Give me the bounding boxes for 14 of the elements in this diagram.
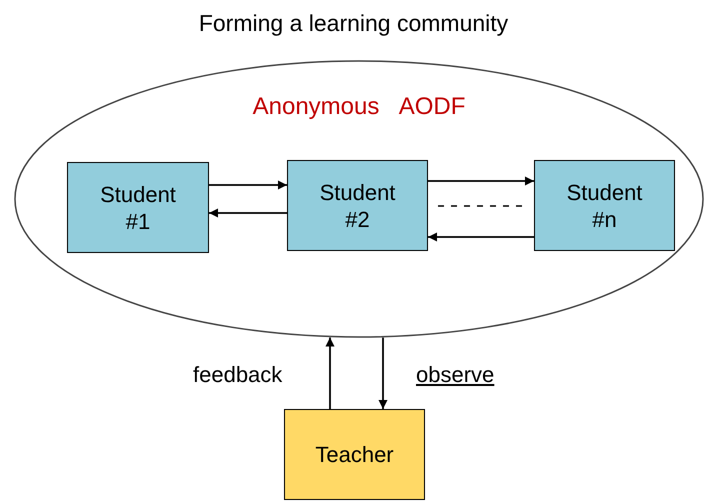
student-box: Student #1: [67, 162, 209, 253]
group-heading: Anonymous AODF: [252, 93, 466, 121]
dashed-line: [438, 205, 524, 207]
arrow: [209, 208, 287, 218]
group-ellipse: [14, 60, 704, 338]
diagram-title: Forming a learning community: [198, 10, 510, 37]
arrow: [428, 176, 534, 186]
teacher-box: Teacher: [284, 409, 425, 500]
arrow: [378, 338, 388, 409]
student-box: Student #n: [534, 160, 675, 251]
arrow: [326, 338, 334, 409]
arrow: [209, 180, 287, 190]
student-box: Student #2: [287, 160, 428, 251]
arrow: [428, 232, 534, 242]
